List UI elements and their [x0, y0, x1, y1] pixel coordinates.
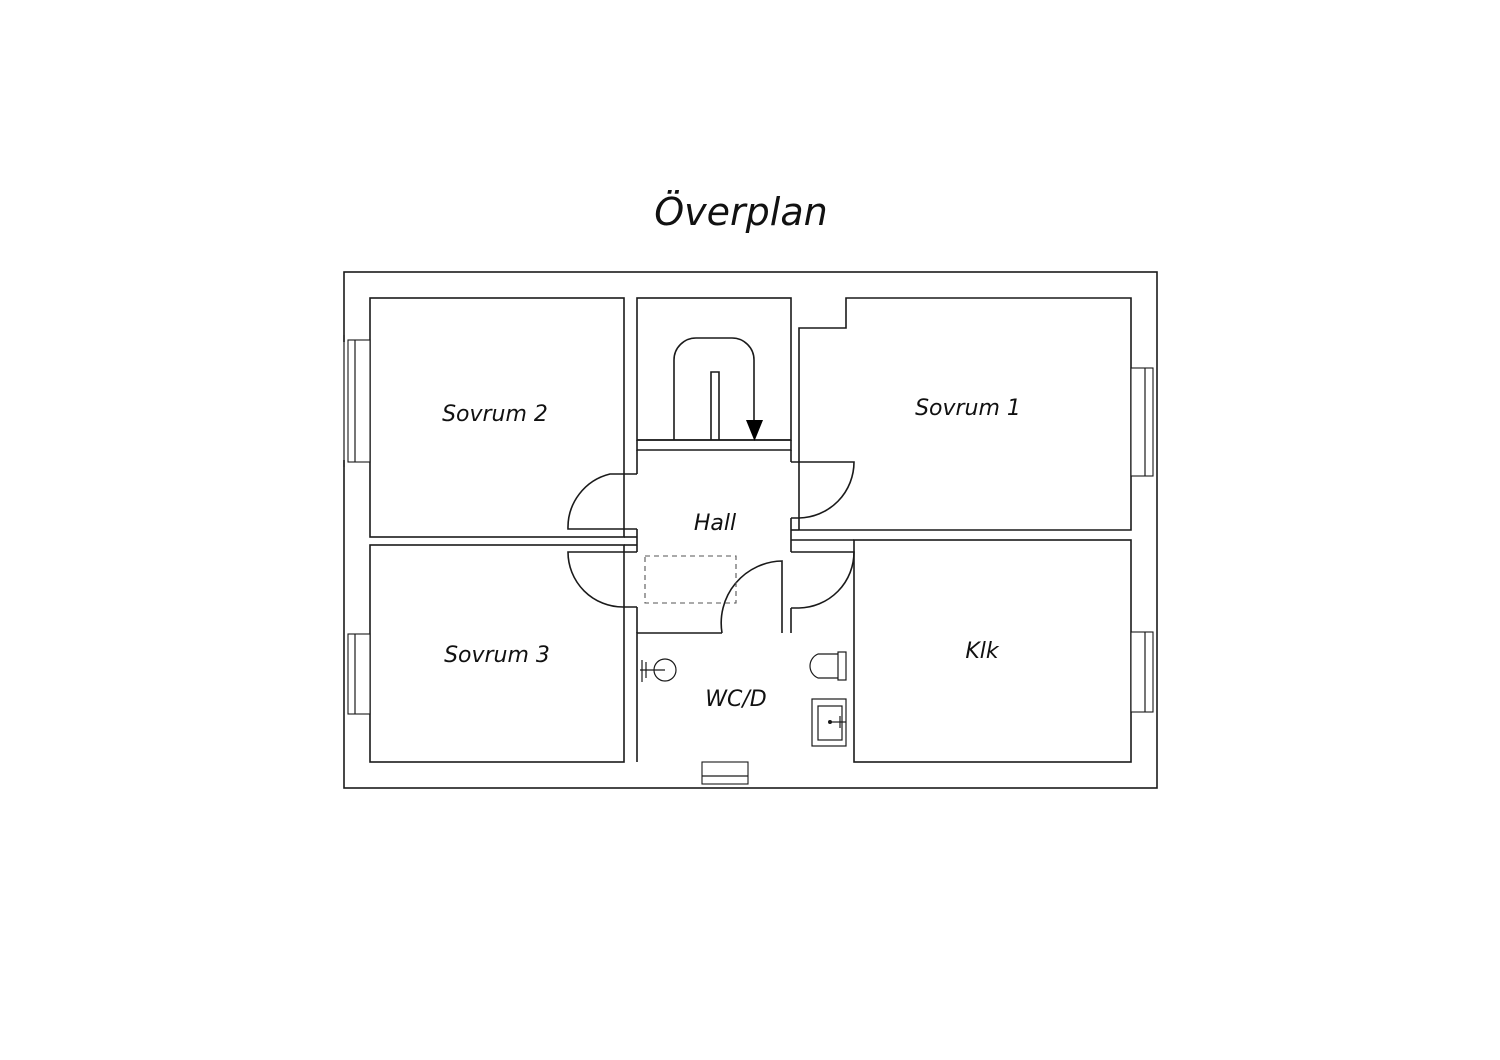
- toilet-icon: [809, 651, 847, 681]
- door-wc: [720, 560, 783, 634]
- room-label-hall: Hall: [694, 511, 736, 536]
- window-wc: [701, 761, 749, 785]
- attic-hatch: [644, 555, 737, 604]
- window-klk: [1130, 631, 1154, 713]
- door-sovrum-3: [567, 551, 637, 608]
- room-label-klk: Klk: [965, 639, 1000, 664]
- door-sovrum-2: [567, 473, 637, 530]
- room-label-sovrum-1: Sovrum 1: [915, 396, 1021, 421]
- floor-plan-title: Överplan: [654, 190, 827, 234]
- window-sovrum-2: [347, 339, 371, 463]
- room-label-sovrum-3: Sovrum 3: [444, 643, 550, 668]
- room-outline-hall: [636, 440, 792, 451]
- staircase: [673, 337, 755, 440]
- door-klk: [791, 551, 855, 609]
- sink-icon: [811, 698, 847, 747]
- outer-wall: [343, 271, 1158, 789]
- room-label-wc: WC/D: [705, 687, 766, 712]
- window-sovrum-3: [347, 633, 371, 715]
- shower-icon: [640, 658, 677, 682]
- door-sovrum-1: [791, 461, 855, 519]
- window-sovrum-1: [1130, 367, 1154, 477]
- stair-arrow-icon: [746, 420, 763, 441]
- room-outline-sovrum-1: [798, 297, 1132, 531]
- room-outline-stair: [636, 297, 792, 441]
- room-label-sovrum-2: Sovrum 2: [442, 402, 548, 427]
